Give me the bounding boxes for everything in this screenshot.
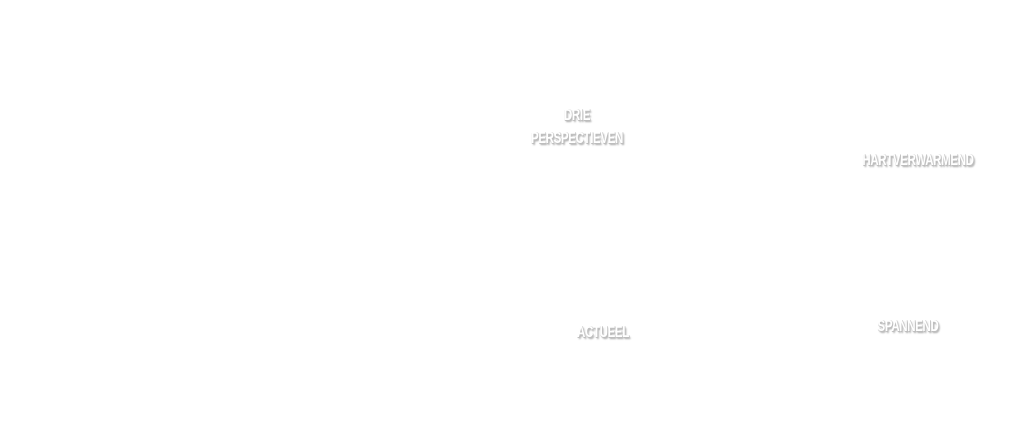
- tag-line: DRIE: [563, 107, 591, 124]
- tag-line: PERSPECTIEVEN: [530, 130, 623, 147]
- tag-line: ACTUEEL: [577, 324, 629, 341]
- tag-line: HARTVERWARMEND: [862, 152, 974, 169]
- tag-line: SPANNEND: [877, 318, 939, 335]
- tag-drie-perspectieven: DRIE PERSPECTIEVEN: [529, 104, 625, 150]
- tag-spannend: SPANNEND: [873, 315, 942, 338]
- tag-actueel: ACTUEEL: [572, 321, 634, 344]
- tag-hartverwarmend: HARTVERWARMEND: [855, 149, 982, 172]
